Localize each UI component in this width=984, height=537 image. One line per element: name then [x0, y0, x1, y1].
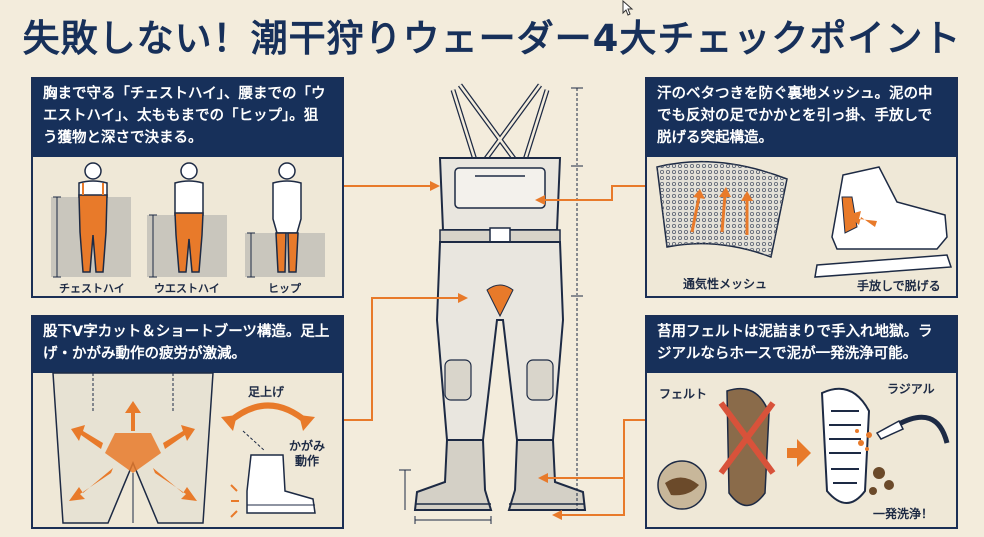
panel-text: 股下V字カット＆ショートブーツ構造。足上げ・かがみ動作の疲労が激減。	[33, 317, 342, 373]
arrow-icon	[787, 439, 811, 467]
panel-mesh-heel: 汗のベタつきを防ぐ裏地メッシュ。泥の中でも反対の足でかかとを引っ掛、手放しで脱げ…	[645, 77, 958, 298]
panel-sole: 苔用フェルトは泥詰まりで手入れ地獄。ラジアルならホースで泥が一発洗浄可能。 フェ…	[645, 315, 958, 529]
panel-text: 汗のベタつきを防ぐ裏地メッシュ。泥の中でも反対の足でかかとを引っ掛、手放しで脱げ…	[647, 79, 956, 157]
label-mesh: 通気性メッシュ	[683, 277, 768, 291]
wader-types-illustration	[51, 162, 325, 278]
cursor-icon	[622, 0, 634, 16]
label-radial: ラジアル	[887, 382, 935, 396]
page-title: 失敗しない！潮干狩りウェーダー4大チェックポイント	[22, 17, 962, 60]
label-lift: 足上げ	[248, 385, 285, 399]
caption-hip: ヒップ	[268, 282, 301, 295]
caption-chest-high: チェストハイ	[59, 282, 125, 295]
sole-illustration	[657, 387, 950, 510]
label-crouch: かがみ動作	[288, 439, 325, 468]
wader-illustration	[399, 83, 587, 524]
caption-waist-high: ウエストハイ	[154, 282, 220, 295]
mesh-heel-illustration	[656, 160, 953, 278]
v-cut-illustration	[52, 372, 316, 524]
panel-text: 苔用フェルトは泥詰まりで手入れ地獄。ラジアルならホースで泥が一発洗浄可能。	[647, 317, 956, 373]
panel-wader-types: 胸まで守る「チェストハイ」、腰までの「ウエストハイ」、太ももまでの「ヒップ」。狙…	[31, 77, 344, 298]
label-felt: フェルト	[659, 387, 708, 401]
panel-v-cut: 股下V字カット＆ショートブーツ構造。足上げ・かがみ動作の疲労が激減。 足上げ か…	[31, 315, 344, 529]
cross-icon	[718, 401, 776, 475]
label-handsfree: 手放しで脱げる	[857, 279, 941, 293]
panel-text: 胸まで守る「チェストハイ」、腰までの「ウエストハイ」、太ももまでの「ヒップ」。狙…	[33, 79, 342, 157]
label-wash: 一発洗浄！	[873, 507, 934, 521]
